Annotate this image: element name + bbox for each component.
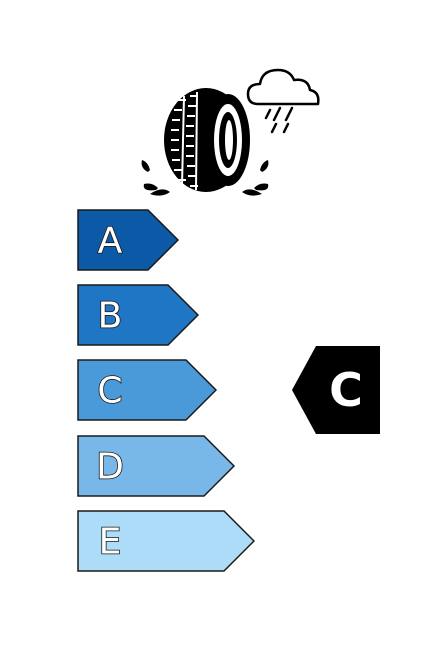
class-arrow-c: C (77, 359, 218, 421)
class-letter-e: E (99, 522, 122, 563)
class-arrow-b: B (77, 284, 200, 346)
class-letter-b: B (98, 296, 123, 337)
rating-indicator: C (292, 346, 380, 434)
class-letter-a: A (98, 221, 123, 262)
class-arrow-e: E (77, 510, 256, 572)
class-letter-d: D (96, 447, 124, 488)
class-arrow-a: A (77, 209, 180, 271)
class-letter-c: C (97, 371, 122, 412)
class-arrow-d: D (77, 435, 236, 497)
wet-grip-tyre-rain-icon (141, 68, 320, 196)
rating-letter: C (329, 363, 363, 417)
